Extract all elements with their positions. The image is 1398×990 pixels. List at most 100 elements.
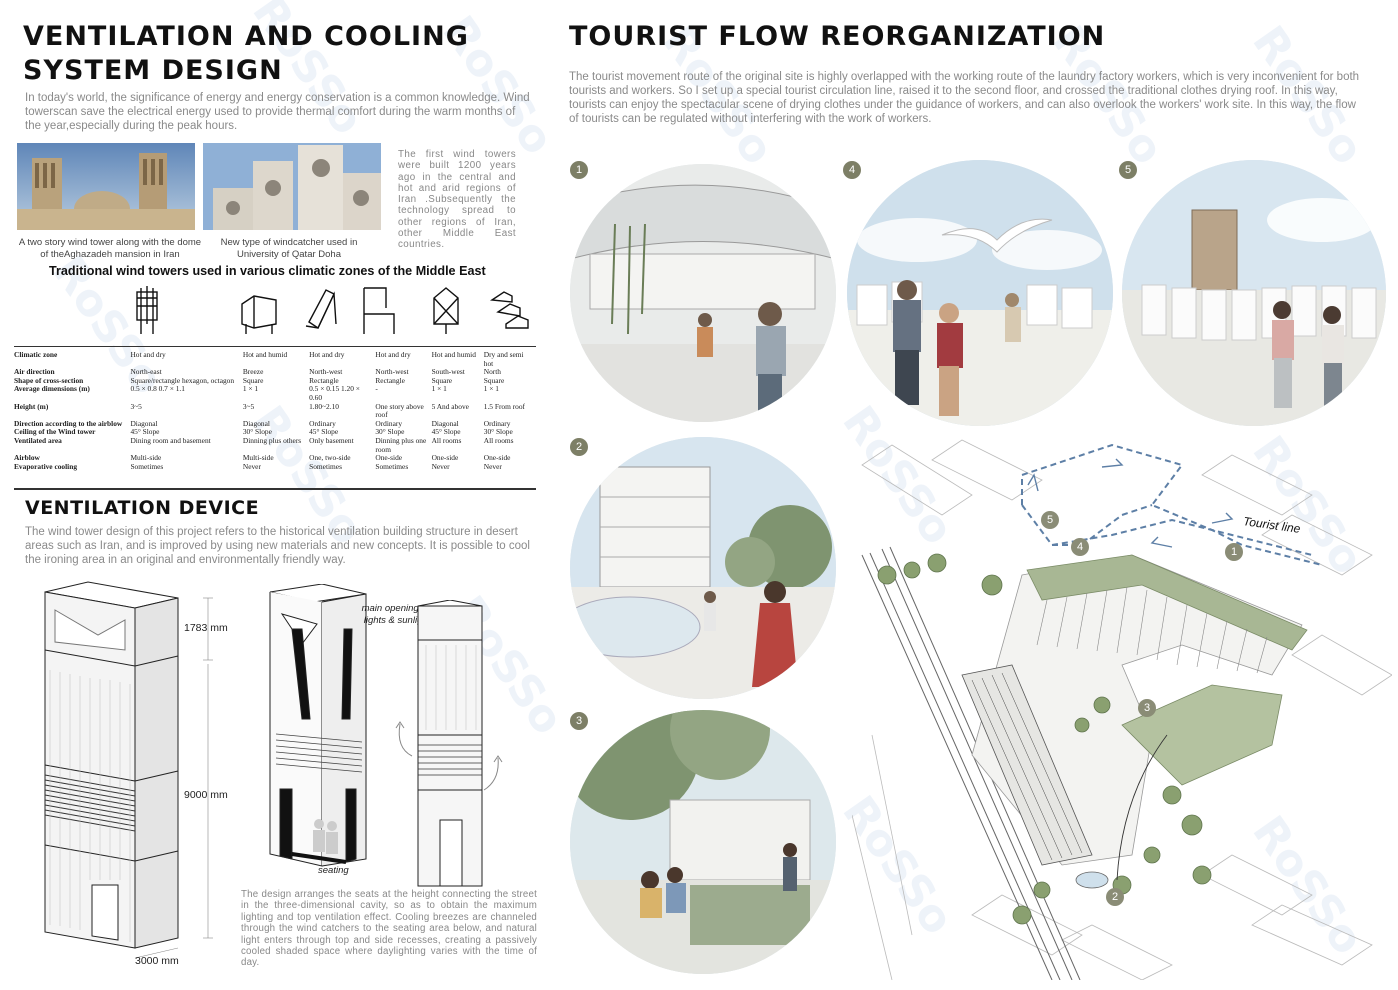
wind-tower-table: Climatic zone Hot and dry Hot and humid Hot… bbox=[14, 350, 536, 472]
table-cell: 0.5 × 0.8 0.7 × 1.1 bbox=[130, 384, 185, 394]
table-cell: Never bbox=[431, 461, 450, 471]
airflow-arrow-icon bbox=[480, 752, 510, 792]
table-row-label: Height (m) bbox=[14, 401, 49, 411]
table-cell: Dining room and basement bbox=[130, 435, 211, 445]
table-cell: Diagonal bbox=[130, 418, 158, 428]
tower-type-6-icon bbox=[489, 291, 529, 329]
table-cell: All rooms bbox=[483, 435, 514, 445]
view-badge-4: 4 bbox=[843, 161, 861, 179]
tower-type-5-icon bbox=[433, 287, 459, 334]
wind-tower-icons bbox=[14, 284, 536, 344]
table-row-label: Evaporative cooling bbox=[14, 461, 78, 471]
device-caption: The design arranges the seats at the hei… bbox=[241, 889, 537, 969]
wind-tower-side-elevation bbox=[412, 599, 488, 900]
table-cell: Dry and semi hot bbox=[483, 350, 524, 368]
table-cell: One story above roof bbox=[375, 401, 424, 420]
table-row-label: Ventilated area bbox=[14, 435, 62, 445]
table-cell: Square/rectangle hexagon, octagon bbox=[130, 375, 235, 385]
view-4-illustration bbox=[847, 160, 1113, 426]
view-badge-1: 1 bbox=[570, 161, 588, 179]
table-cell: Sometimes bbox=[130, 461, 164, 471]
table-cell: - bbox=[375, 384, 378, 394]
photo2-caption: New type of windcatcher used in Universi… bbox=[220, 237, 358, 260]
table-cell: Rectangle bbox=[309, 375, 339, 385]
table-cell: Diagonal bbox=[242, 418, 270, 428]
table-row-label: Average dimensions (m) bbox=[14, 384, 90, 394]
ventilation-title-line2: SYSTEM DESIGN bbox=[23, 55, 283, 86]
map-badge-2: 2 bbox=[1106, 888, 1124, 906]
label-main-opening: main opening for lights & sunlight bbox=[361, 603, 433, 626]
context-buildings bbox=[851, 439, 1393, 981]
ventilation-title-line1: VENTILATION AND COOLING bbox=[23, 21, 469, 52]
table-cell: One-side bbox=[483, 453, 511, 463]
table-cell: Diagonal bbox=[431, 418, 459, 428]
table-cell: South-west bbox=[431, 367, 465, 377]
airflow-arrow-icon bbox=[390, 718, 420, 758]
dimension-height: 9000 mm bbox=[184, 789, 228, 801]
table-cell: 45° Slope bbox=[431, 427, 461, 437]
view-badge-2: 2 bbox=[570, 438, 588, 456]
table-rule-top bbox=[14, 346, 536, 347]
table-cell: North bbox=[483, 367, 501, 377]
table-cell: One-side bbox=[431, 453, 459, 463]
table-cell: Hot and dry bbox=[130, 350, 166, 359]
table-cell: All rooms bbox=[431, 435, 462, 445]
dimension-width: 3000 mm bbox=[135, 955, 179, 967]
wind-tower-photo-iran bbox=[17, 143, 195, 230]
label-seating: seating bbox=[318, 865, 349, 876]
table-cell: One, two-side bbox=[309, 453, 351, 463]
windcatcher-photo-qatar bbox=[203, 143, 381, 230]
tower-type-4-icon bbox=[363, 287, 395, 334]
photo1-caption: A two story wind tower along with the do… bbox=[18, 237, 202, 260]
table-cell: 30° Slope bbox=[375, 427, 405, 437]
table-cell: 1 × 1 bbox=[242, 384, 259, 394]
ventilation-device-text: The wind tower design of this project re… bbox=[25, 526, 530, 566]
map-badge-1: 1 bbox=[1225, 543, 1243, 561]
table-cell: 1 × 1 bbox=[431, 384, 447, 394]
route-arrows bbox=[1027, 458, 1234, 548]
table-cell: Square bbox=[242, 375, 264, 385]
table-cell: Sometimes bbox=[309, 461, 342, 471]
tourist-flow-title: TOURIST FLOW REORGANIZATION bbox=[569, 21, 1106, 52]
wind-tower-axonometric bbox=[40, 580, 240, 970]
table-row: Climatic zone Hot and dry Hot and humid Hot… bbox=[14, 350, 536, 368]
table-row-label: Air direction bbox=[14, 367, 55, 377]
table-cell: Square bbox=[431, 375, 453, 385]
dimension-top: 1783 mm bbox=[184, 622, 228, 634]
table-cell: Hot and dry bbox=[375, 350, 411, 359]
table-row: Height (m) 3~5 3~5 1.80~2.10 One story above… bbox=[14, 401, 536, 420]
table-cell: 3~5 bbox=[242, 401, 255, 411]
tower-type-2-icon bbox=[241, 295, 277, 334]
map-badge-3: 3 bbox=[1138, 699, 1156, 717]
table-cell: Hot and humid bbox=[242, 350, 288, 359]
ventilation-intro: In today's world, the significance of en… bbox=[25, 92, 530, 132]
table-cell: Dinning plus one room bbox=[375, 435, 427, 454]
table-row-label: Climatic zone bbox=[14, 350, 58, 359]
table-cell: Rectangle bbox=[375, 375, 405, 385]
table-row-label: Ceiling of the Wind tower bbox=[14, 427, 96, 437]
table-cell: 1.5 From roof bbox=[483, 401, 526, 411]
table-cell: 45° Slope bbox=[130, 427, 160, 437]
table-cell: Ordinary bbox=[375, 418, 403, 428]
table-cell: 1.80~2.10 bbox=[309, 401, 339, 411]
wind-tower-section bbox=[262, 583, 374, 884]
table-cell: Sometimes bbox=[375, 461, 409, 471]
table-cell: Square bbox=[483, 375, 505, 385]
table-row-label: Shape of cross-section bbox=[14, 375, 84, 385]
table-rule-bottom bbox=[14, 488, 536, 490]
table-cell: Breeze bbox=[242, 367, 264, 377]
table-cell: North-west bbox=[309, 367, 343, 377]
view-1-illustration bbox=[570, 164, 836, 422]
view-badge-5: 5 bbox=[1119, 161, 1137, 179]
view-2-illustration bbox=[570, 437, 836, 699]
tourist-flow-intro: The tourist movement route of the origin… bbox=[569, 71, 1360, 125]
table-cell: 30° Slope bbox=[242, 427, 272, 437]
table-cell: North-west bbox=[375, 367, 409, 377]
ventilation-device-title: VENTILATION DEVICE bbox=[25, 497, 260, 519]
table-row: Evaporative cooling Sometimes Never Sometim… bbox=[14, 461, 536, 472]
table-cell: One-side bbox=[375, 453, 403, 463]
table-cell: 0.5 × 0.15 1.20 × 0.60 bbox=[309, 384, 360, 402]
table-cell: 3~5 bbox=[130, 401, 142, 411]
